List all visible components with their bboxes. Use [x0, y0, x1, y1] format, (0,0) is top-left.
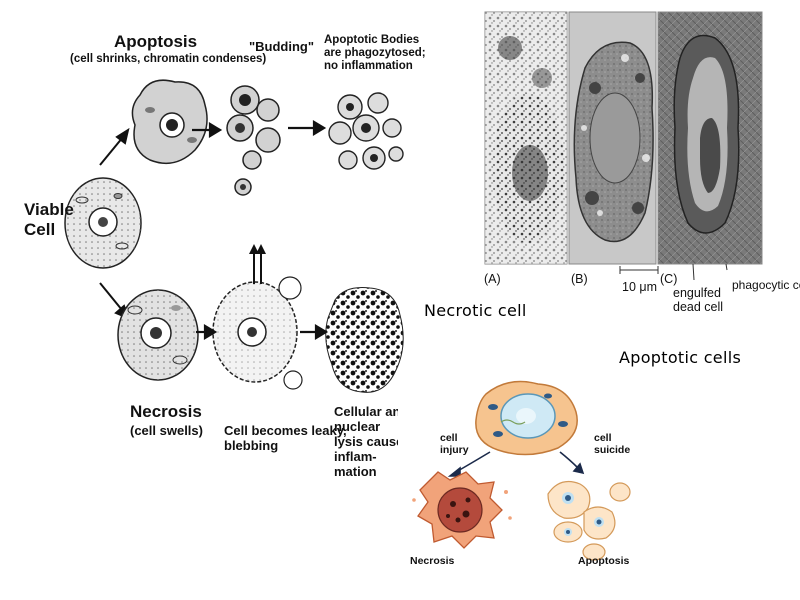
leaky-label: Cell becomes leaky, blebbing	[224, 423, 347, 454]
apoptotic-bodies-label: Apoptotic Bodies are phagozytosed; no in…	[324, 34, 426, 74]
micrograph-panel-b	[568, 11, 657, 265]
illustration-arrows	[447, 451, 585, 477]
budding-cell	[226, 85, 281, 196]
cell-injury-line2: injury	[440, 444, 469, 457]
necrosis-subtitle: (cell swells)	[130, 423, 203, 438]
cell-injury-label: cell injury	[440, 432, 469, 456]
cell-suicide-line2: suicide	[594, 444, 631, 457]
apoptosis-arrows	[192, 120, 327, 138]
apoptotic-bodies-line1: Apoptotic Bodies	[324, 34, 420, 46]
viable-cell-label-line2: Cell	[24, 219, 56, 239]
lysed-cell	[325, 287, 404, 393]
cell-suicide-line1: cell	[594, 432, 612, 444]
micrograph-panel-a	[484, 11, 568, 265]
swollen-necrotic-cell	[117, 289, 199, 381]
necrosis-title: Necrosis	[130, 402, 202, 421]
healthy-cell	[475, 380, 578, 456]
necrosis-arrows	[196, 324, 329, 340]
cell-death-pathway-diagram: Viable Cell Apoptosis (cell shrinks, chr…	[0, 0, 450, 479]
apoptotic-bodies-line3: no inflammation	[324, 60, 413, 73]
electron-micrographs: (A) (B) (C) 10 μm phagocytic cell engulf…	[480, 8, 800, 314]
viable-cell-label-line1: Viable	[24, 200, 74, 219]
cell-injury-line1: cell	[440, 432, 458, 444]
apoptosis-title: Apoptosis	[114, 32, 198, 51]
leaky-line1: Cell becomes leaky,	[224, 423, 347, 438]
leaky-line2: blebbing	[224, 437, 279, 453]
necrotic-cell-caption: Necrotic cell	[424, 301, 527, 320]
budding-label: "Budding"	[249, 39, 315, 54]
apoptotic-bodies-line2: are phagozytosed;	[324, 47, 426, 60]
panel-a-label: (A)	[484, 272, 501, 286]
engulfed-line1: engulfed	[673, 286, 721, 300]
apoptosis-subtitle: (cell shrinks, chromatin condenses)	[70, 53, 267, 65]
lysis-label: Cellular and nuclear lysis causes inflam…	[334, 404, 450, 480]
scale-bar-label: 10 μm	[622, 280, 657, 294]
necrosis-illustration-label: Necrosis	[410, 555, 455, 567]
micrograph-artwork	[484, 11, 763, 281]
scale-bar	[619, 266, 659, 274]
lysis-line1: Cellular and nuclear	[334, 404, 409, 434]
engulfed-line2: dead cell	[673, 300, 724, 314]
lysis-line3: mation	[334, 463, 377, 479]
leaky-cell	[212, 244, 303, 390]
necrotic-cell-illustration	[412, 471, 512, 549]
apoptotic-bodies	[328, 92, 404, 170]
viable-cell	[64, 177, 142, 269]
lysis-line2: lysis causes inflam-	[334, 433, 411, 464]
pathway-artwork	[64, 79, 404, 393]
shrunken-apoptotic-cell	[131, 79, 208, 165]
engulfed-dead-cell-label: engulfed dead cell	[673, 286, 723, 314]
apoptosis-illustration-label: Apoptosis	[578, 555, 630, 567]
micrograph-panel-c	[657, 11, 763, 281]
phagocytic-cell-label: phagocytic cell	[732, 278, 800, 292]
panel-b-label: (B)	[571, 272, 588, 286]
apoptotic-bodies-illustration	[547, 481, 631, 561]
cell-suicide-label: cell suicide	[594, 432, 630, 456]
apoptotic-cells-caption: Apoptotic cells	[619, 348, 742, 367]
panel-c-label: (C)	[660, 272, 678, 286]
color-cell-death-illustration: cell injury cell suicide Necrosis Apopto…	[398, 372, 644, 572]
color-illustration-artwork	[412, 380, 631, 561]
viable-cell-label: Viable Cell	[24, 200, 74, 239]
